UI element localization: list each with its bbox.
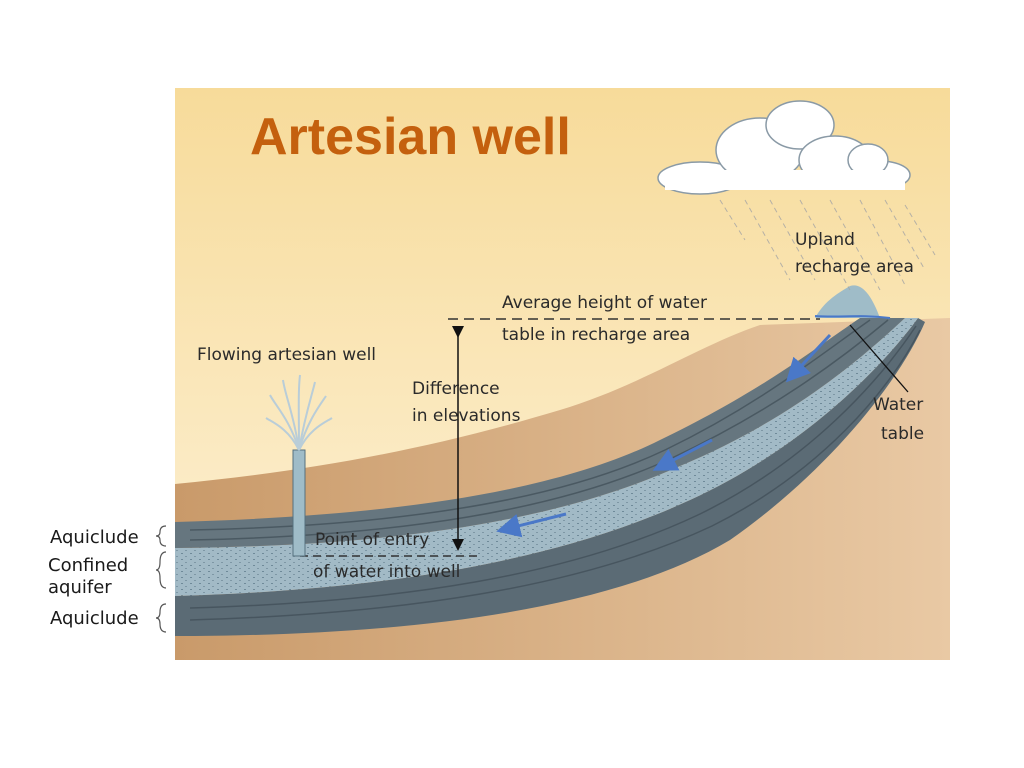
flow-arrows (496, 333, 832, 538)
confined-aquifer-label-line2: aquifer (48, 577, 112, 598)
water-table-pointer (849, 324, 909, 393)
confined-aquifer-layer (175, 318, 918, 596)
point-entry-label-line1: Point of entry (315, 530, 429, 550)
aquiclude-top-label: Aquiclude (50, 527, 139, 548)
confined-aquifer-label-line1: Confined (48, 555, 128, 576)
cloud-icon (657, 100, 911, 195)
flowing-well-label: Flowing artesian well (197, 345, 376, 365)
fountain-icon (265, 374, 333, 451)
diagram-title: Artesian well (250, 108, 571, 166)
upland-label-line2: recharge area (795, 257, 914, 277)
point-entry-label-line2: of water into well (313, 562, 460, 582)
well-pipe (292, 449, 306, 557)
avg-height-label-line1: Average height of water (502, 293, 707, 313)
water-table-line (814, 315, 891, 319)
avg-height-label-line2: table in recharge area (502, 325, 690, 345)
difference-label-line2: in elevations (412, 406, 521, 426)
aquiclude-bottom-label: Aquiclude (50, 608, 139, 629)
upland-recharge-mound (815, 285, 880, 318)
difference-label-line1: Difference (412, 379, 500, 399)
water-table-label-line1: Water (873, 395, 923, 415)
water-table-label-line2: table (881, 424, 924, 444)
aquiclude-bottom-layer (175, 318, 925, 636)
rain-streaks (719, 199, 936, 291)
side-braces (155, 525, 167, 633)
upland-label-line1: Upland (795, 230, 855, 250)
